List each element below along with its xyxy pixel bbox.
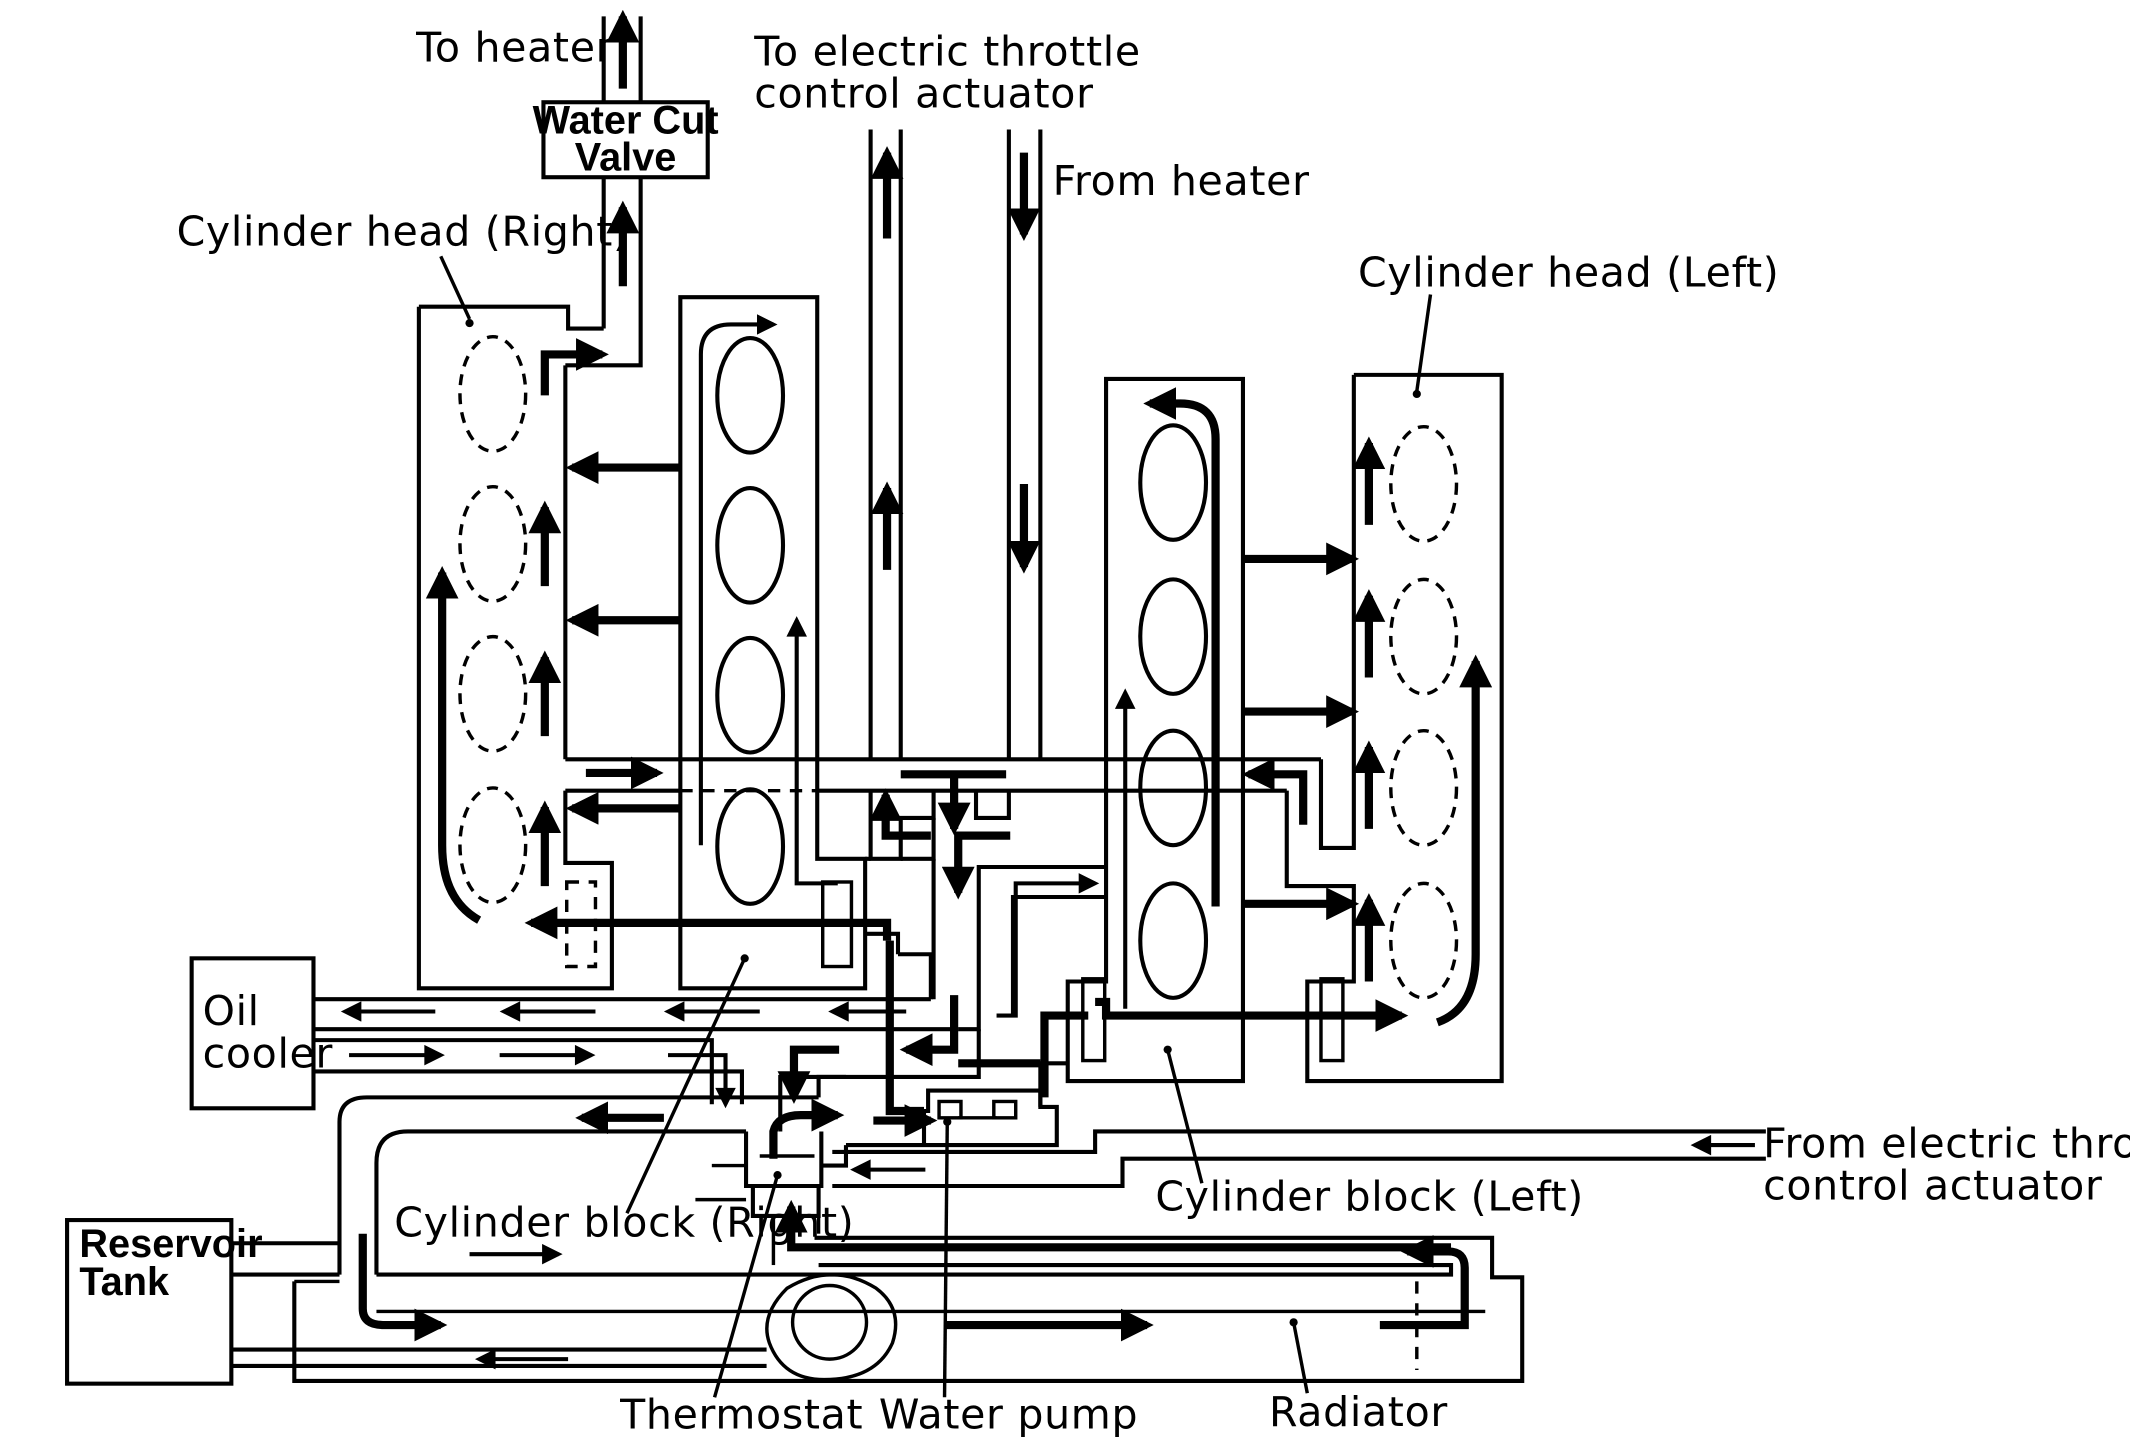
label-radiator: Radiator — [1269, 1388, 1448, 1436]
radiator — [292, 1095, 1525, 1383]
water-pump — [816, 1061, 1766, 1189]
label-from-etc-line1: From electric throttle — [1763, 1119, 2130, 1167]
oil-cooler-label-line2: cooler — [203, 1029, 333, 1077]
oil-cooler: Oil cooler — [189, 956, 333, 1111]
label-to-heater: To heater — [415, 23, 613, 71]
coolant-flow-arrows — [358, 9, 1493, 1342]
throttle-actuator-pipes — [868, 129, 1043, 760]
label-cylinder-head-left: Cylinder head (Left) — [1358, 248, 1780, 296]
label-water-pump: Water pump — [879, 1391, 1138, 1439]
label-from-etc-line2: control actuator — [1763, 1162, 2102, 1210]
coolant-flow-arrows-thin — [340, 314, 1755, 1370]
cylinder-block-left — [1065, 376, 1246, 1084]
water-cut-valve: Water Cut Valve — [533, 99, 719, 180]
water-cut-valve-label-line1: Water Cut — [533, 99, 719, 143]
reservoir-lines — [231, 1241, 767, 1368]
radiator-cap — [765, 1272, 898, 1382]
label-cylinder-head-right: Cylinder head (Right) — [177, 207, 630, 255]
water-cut-valve-label-line2: Valve — [575, 135, 677, 179]
leader-lines — [439, 255, 1433, 1398]
reservoir-tank-label-line2: Tank — [79, 1260, 170, 1304]
cylinder-head-left — [1284, 372, 1504, 1084]
label-cylinder-block-right: Cylinder block (Right) — [394, 1199, 854, 1247]
label-from-heater: From heater — [1053, 157, 1310, 205]
label-to-etc-line1: To electric throttle — [753, 28, 1141, 76]
oil-cooler-label-line1: Oil — [203, 987, 260, 1035]
label-cylinder-block-left: Cylinder block (Left) — [1155, 1173, 1584, 1221]
oil-cooler-lines — [313, 858, 1107, 1132]
label-thermostat: Thermostat — [619, 1391, 863, 1439]
coolant-gallery — [565, 757, 1321, 861]
label-to-etc-line2: control actuator — [754, 70, 1093, 118]
